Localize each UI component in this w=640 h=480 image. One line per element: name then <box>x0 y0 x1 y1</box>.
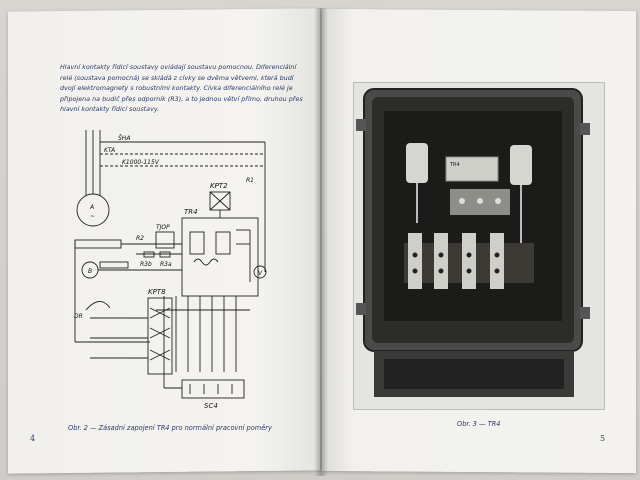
wiring-diagram: ŠHA KTA K1000-115V R1 KPT2 TR4 TJOP R2 R… <box>74 130 267 410</box>
label-tjop: TJOP <box>156 224 170 231</box>
label-v: V <box>258 270 263 277</box>
label-tr4: TR4 <box>184 208 198 216</box>
label-dr: DR <box>74 313 83 320</box>
label-kpt2: KPT2 <box>210 182 228 190</box>
label-r3a: R3a <box>160 261 172 268</box>
device-photo: TR4 <box>354 83 604 409</box>
figure-2-caption: Obr. 2 — Zásadní zapojení TR4 pro normál… <box>68 424 272 432</box>
label-motor-tilde: ~ <box>90 213 95 220</box>
label-kpt8: KPT8 <box>148 288 166 296</box>
left-page-paragraph: Hlavní kontakty řídicí soustavy ovládají… <box>60 63 303 113</box>
label-sha: ŠHA <box>118 135 130 142</box>
book-gutter <box>314 8 328 476</box>
page-number-left: 4 <box>30 434 36 443</box>
label-r1: R1 <box>246 177 254 184</box>
label-motor-a: A <box>89 204 94 211</box>
page-number-right: 5 <box>600 434 606 443</box>
figure-3-caption: Obr. 3 — TR4 <box>457 420 501 428</box>
label-exciter-b: B <box>88 268 92 275</box>
label-kta: KTA <box>104 147 115 154</box>
label-sc4: SC4 <box>204 402 218 410</box>
device-plate-label: TR4 <box>449 162 460 168</box>
device-photo-frame: TR4 <box>353 82 605 410</box>
label-r3b: R3b <box>140 261 152 268</box>
label-k1000: K1000-115V <box>122 159 160 166</box>
label-r2: R2 <box>136 235 144 242</box>
